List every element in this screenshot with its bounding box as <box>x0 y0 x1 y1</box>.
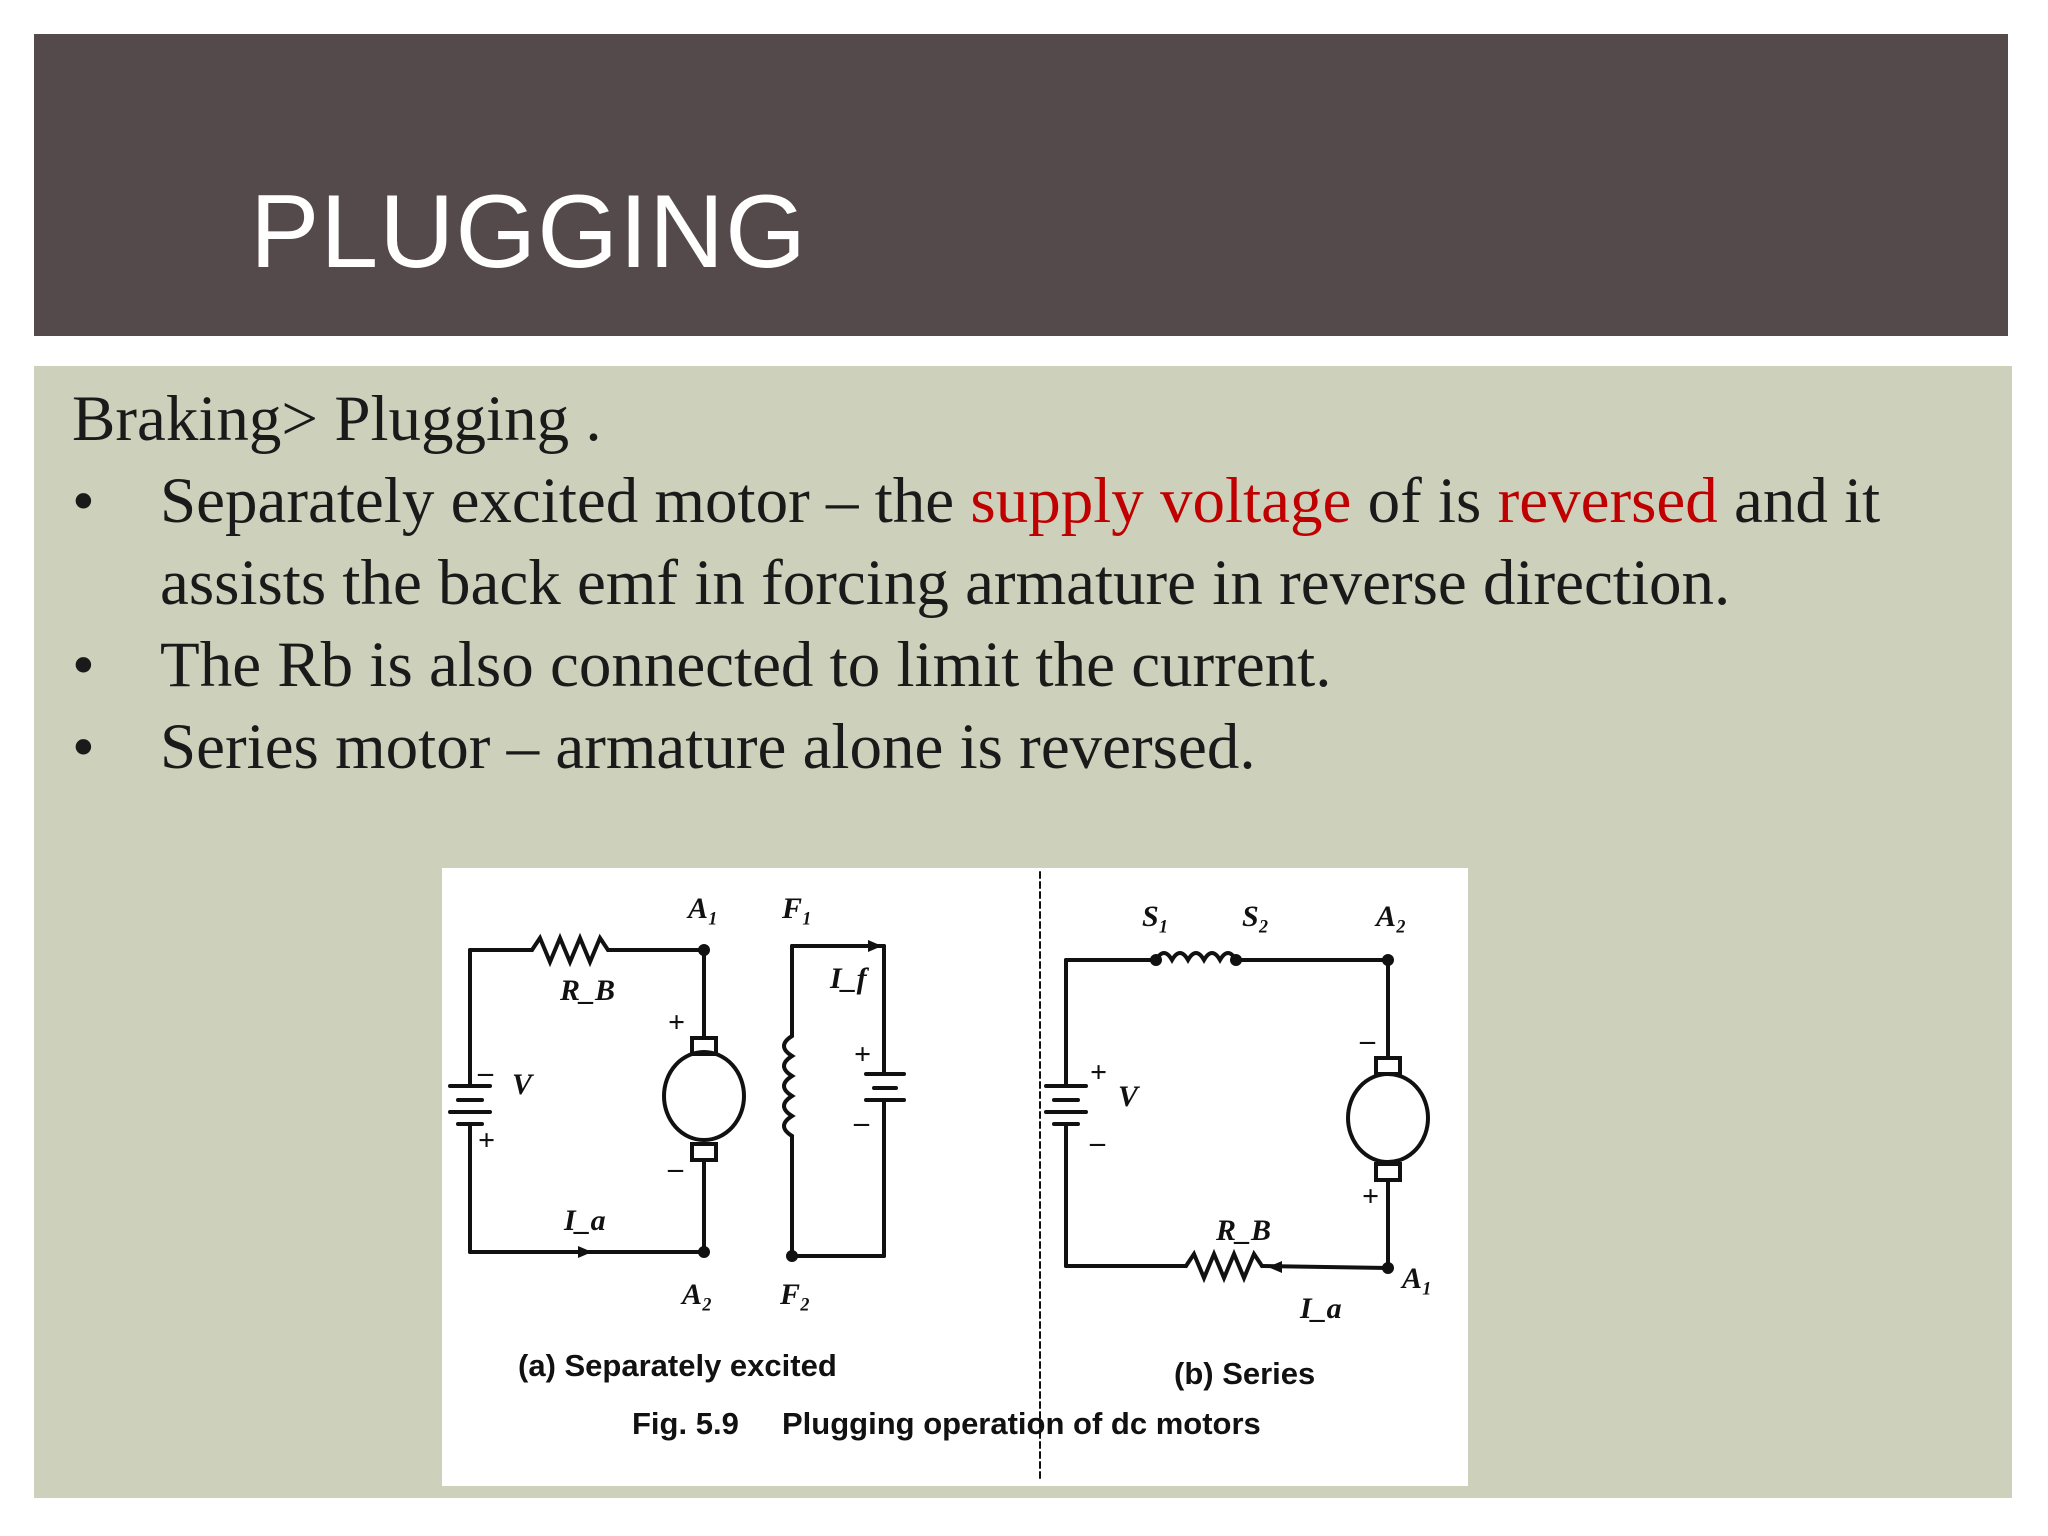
label-a1: A₁ <box>686 892 718 925</box>
fig-title: Plugging operation of dc motors <box>782 1406 1261 1441</box>
brush-bottom <box>690 1142 718 1162</box>
armature-b <box>1346 1072 1430 1164</box>
title-bar <box>34 34 2008 336</box>
label-plus-motor-a: + <box>668 1006 685 1039</box>
bullet-mark: • <box>72 465 95 537</box>
label-minus-motor-b: – <box>1359 1024 1376 1057</box>
label-f2: F₂ <box>779 1278 810 1311</box>
highlight-reversed: reversed <box>1497 465 1718 537</box>
label-plus-field: + <box>854 1038 871 1071</box>
bullet-item-3: • Series motor – armature alone is rever… <box>72 706 1992 788</box>
content-heading: Braking> Plugging . <box>72 383 602 455</box>
label-s2: S₂ <box>1242 900 1269 933</box>
bullet-1-text-a: Separately excited motor – the <box>160 465 971 537</box>
bullet-item-2: • The Rb is also connected to limit the … <box>72 624 1992 706</box>
resistor-rb-a <box>530 932 610 968</box>
bullet-mark: • <box>72 629 95 701</box>
circuit-diagram: A₁ F₁ R_B V I_f I_a A₂ F₂ S₁ S₂ A₂ V R_B… <box>448 871 1432 1483</box>
fig-number: Fig. 5.9 <box>632 1406 739 1441</box>
series-field-coil <box>1154 951 1238 965</box>
label-plus-motor-b: + <box>1362 1180 1379 1213</box>
node-s2 <box>1230 954 1242 966</box>
arrow-if <box>868 940 882 952</box>
label-minus-motor-a: – <box>667 1152 684 1185</box>
label-minus-battery-a: – <box>477 1056 494 1089</box>
arrow-ia-a <box>578 1246 592 1258</box>
label-f1: F₁ <box>781 892 812 925</box>
label-v-series: V <box>1118 1080 1141 1113</box>
node-s1 <box>1150 954 1162 966</box>
node-a2-series <box>1382 954 1394 966</box>
bullet-1-text-b: of is <box>1351 465 1498 537</box>
series-brush-top <box>1374 1056 1402 1076</box>
label-minus-battery-b: – <box>1089 1126 1106 1159</box>
series-wire-bottom-right <box>1260 1264 1390 1270</box>
node-f2 <box>786 1250 798 1262</box>
label-minus-field: – <box>853 1106 870 1139</box>
label-a1-series: A₁ <box>1400 1262 1432 1295</box>
series-brush-bottom <box>1374 1162 1402 1182</box>
bullet-item-1: • Separately excited motor – the supply … <box>72 460 1992 624</box>
bullet-1-text-c: and it assists the back emf in forcing a… <box>160 465 1881 619</box>
caption-a: (a) Separately excited <box>518 1348 837 1383</box>
resistor-rb-b <box>1184 1248 1264 1284</box>
label-ia-b: I_a <box>1299 1292 1342 1325</box>
node-a1-series <box>1382 1262 1394 1274</box>
label-v: V <box>512 1068 535 1101</box>
label-a2: A₂ <box>680 1278 712 1311</box>
label-rb-series: R_B <box>1215 1214 1271 1247</box>
node-a2 <box>698 1246 710 1258</box>
bullet-3-text: Series motor – armature alone is reverse… <box>160 711 1256 783</box>
arrow-ia-b <box>1268 1261 1282 1273</box>
node-a1 <box>698 944 710 956</box>
label-if: I_f <box>829 962 870 995</box>
highlight-supply-voltage: supply voltage <box>970 465 1352 537</box>
slide-title: PLUGGING <box>250 174 807 290</box>
label-s1: S₁ <box>1142 900 1169 933</box>
label-a2-series: A₂ <box>1374 900 1406 933</box>
bullet-2-text: The Rb is also connected to limit the cu… <box>160 629 1332 701</box>
label-plus-battery-b: + <box>1090 1056 1107 1089</box>
label-plus-battery-a: + <box>478 1124 495 1157</box>
bullet-mark: • <box>72 711 95 783</box>
field-coil <box>782 1034 796 1138</box>
content-text: Braking> Plugging . • Separately excited… <box>72 378 1992 788</box>
caption-b: (b) Series <box>1174 1356 1315 1391</box>
circuit-figure: A₁ F₁ R_B V I_f I_a A₂ F₂ S₁ S₂ A₂ V R_B… <box>442 868 1468 1486</box>
label-rb: R_B <box>559 974 615 1007</box>
armature-a <box>662 1050 746 1142</box>
label-ia-a: I_a <box>563 1204 606 1237</box>
